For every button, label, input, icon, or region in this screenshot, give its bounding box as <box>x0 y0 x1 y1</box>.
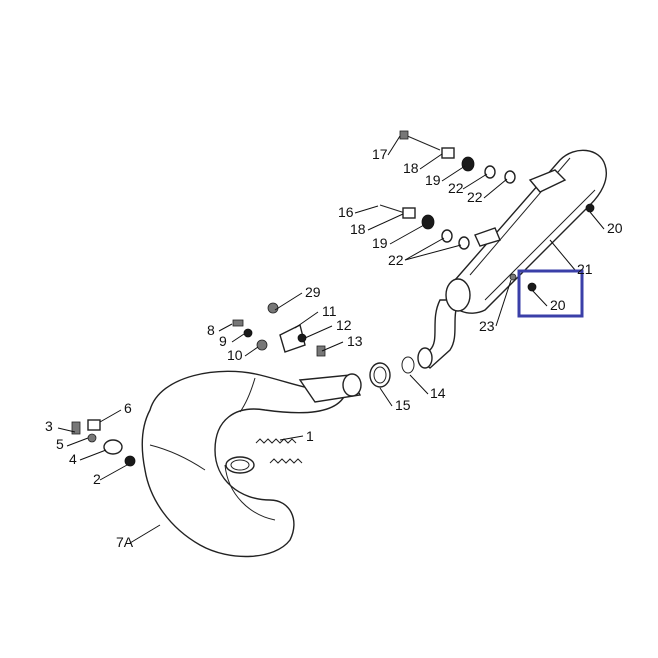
callout-label-c20b: 20 <box>550 297 566 313</box>
spring <box>255 438 303 464</box>
callout-label-c18a: 18 <box>403 160 419 176</box>
callout-label-c23: 23 <box>479 318 495 334</box>
callout-label-c21: 21 <box>577 261 593 277</box>
callout-label-c13: 13 <box>347 333 363 349</box>
callout-label-c22c: 22 <box>388 252 404 268</box>
callout-label-c1: 1 <box>306 428 314 444</box>
callout-label-c15: 15 <box>395 397 411 413</box>
callout-label-c2: 2 <box>93 471 101 487</box>
expansion-chamber <box>141 370 362 558</box>
mount-hardware <box>379 130 595 292</box>
callout-label-c12: 12 <box>336 317 352 333</box>
callout-label-c4: 4 <box>69 451 77 467</box>
callout-label-c14: 14 <box>430 385 446 401</box>
callout-label-c22b: 22 <box>467 189 483 205</box>
callout-label-c8: 8 <box>207 322 215 338</box>
callout-label-c10: 10 <box>227 347 243 363</box>
highlight-box <box>517 269 584 318</box>
callout-labels: 1234567A89101112131415161718181919202021… <box>45 146 623 550</box>
leader-lines <box>57 135 605 544</box>
callout-label-c29: 29 <box>305 284 321 300</box>
callout-label-c20a: 20 <box>607 220 623 236</box>
callout-label-c5: 5 <box>56 436 64 452</box>
bracket-hardware <box>232 302 326 357</box>
callout-label-c22a: 22 <box>448 180 464 196</box>
callout-label-c3: 3 <box>45 418 53 434</box>
callout-label-c17: 17 <box>372 146 388 162</box>
silencer <box>445 149 607 314</box>
callout-label-c11: 11 <box>322 303 337 319</box>
callout-label-c19b: 19 <box>372 235 388 251</box>
callout-label-c9: 9 <box>219 333 227 349</box>
callout-label-c6: 6 <box>124 400 132 416</box>
callout-label-c19a: 19 <box>425 172 441 188</box>
callout-label-c7a: 7A <box>116 534 134 550</box>
callout-label-c16: 16 <box>338 204 354 220</box>
connector-pipe <box>369 299 462 388</box>
callout-label-c18b: 18 <box>350 221 366 237</box>
